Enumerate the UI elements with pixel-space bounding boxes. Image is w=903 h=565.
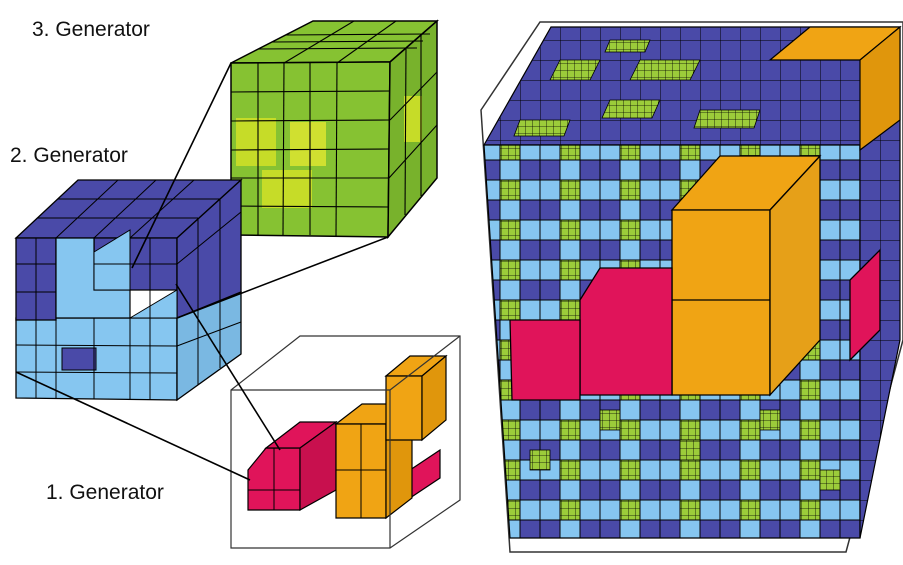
generator-1-cube — [230, 335, 461, 549]
fractal-cube-frame — [480, 21, 903, 553]
generator-3-label: 3. Generator — [32, 18, 150, 41]
generator-2-label: 2. Generator — [10, 144, 128, 167]
generator-2-cube — [14, 178, 243, 402]
connector-lines — [15, 62, 389, 481]
generator-3-lime-cell — [404, 96, 422, 142]
fractal-red-block-center — [579, 267, 673, 396]
generator-1-red-back — [409, 448, 441, 500]
fractal-orange-side — [769, 154, 821, 397]
generator-3-lime-cell — [236, 118, 276, 166]
generator-1-orange-side2 — [421, 354, 447, 442]
fractal-cube — [480, 21, 903, 553]
generator-3-lime-cell — [262, 170, 312, 208]
fractal-red-block-right — [849, 248, 881, 362]
generator-3-lime-cell — [290, 122, 326, 166]
generator-1-orange-front2 — [385, 375, 423, 441]
generator-2-dark-cell — [61, 347, 97, 371]
fractal-red-block-left — [509, 319, 581, 401]
fractal-orange-front — [671, 209, 771, 396]
generator-1-label: 1. Generator — [46, 481, 164, 504]
generator-3-cube — [230, 19, 440, 240]
generator-1-frame — [230, 335, 461, 549]
